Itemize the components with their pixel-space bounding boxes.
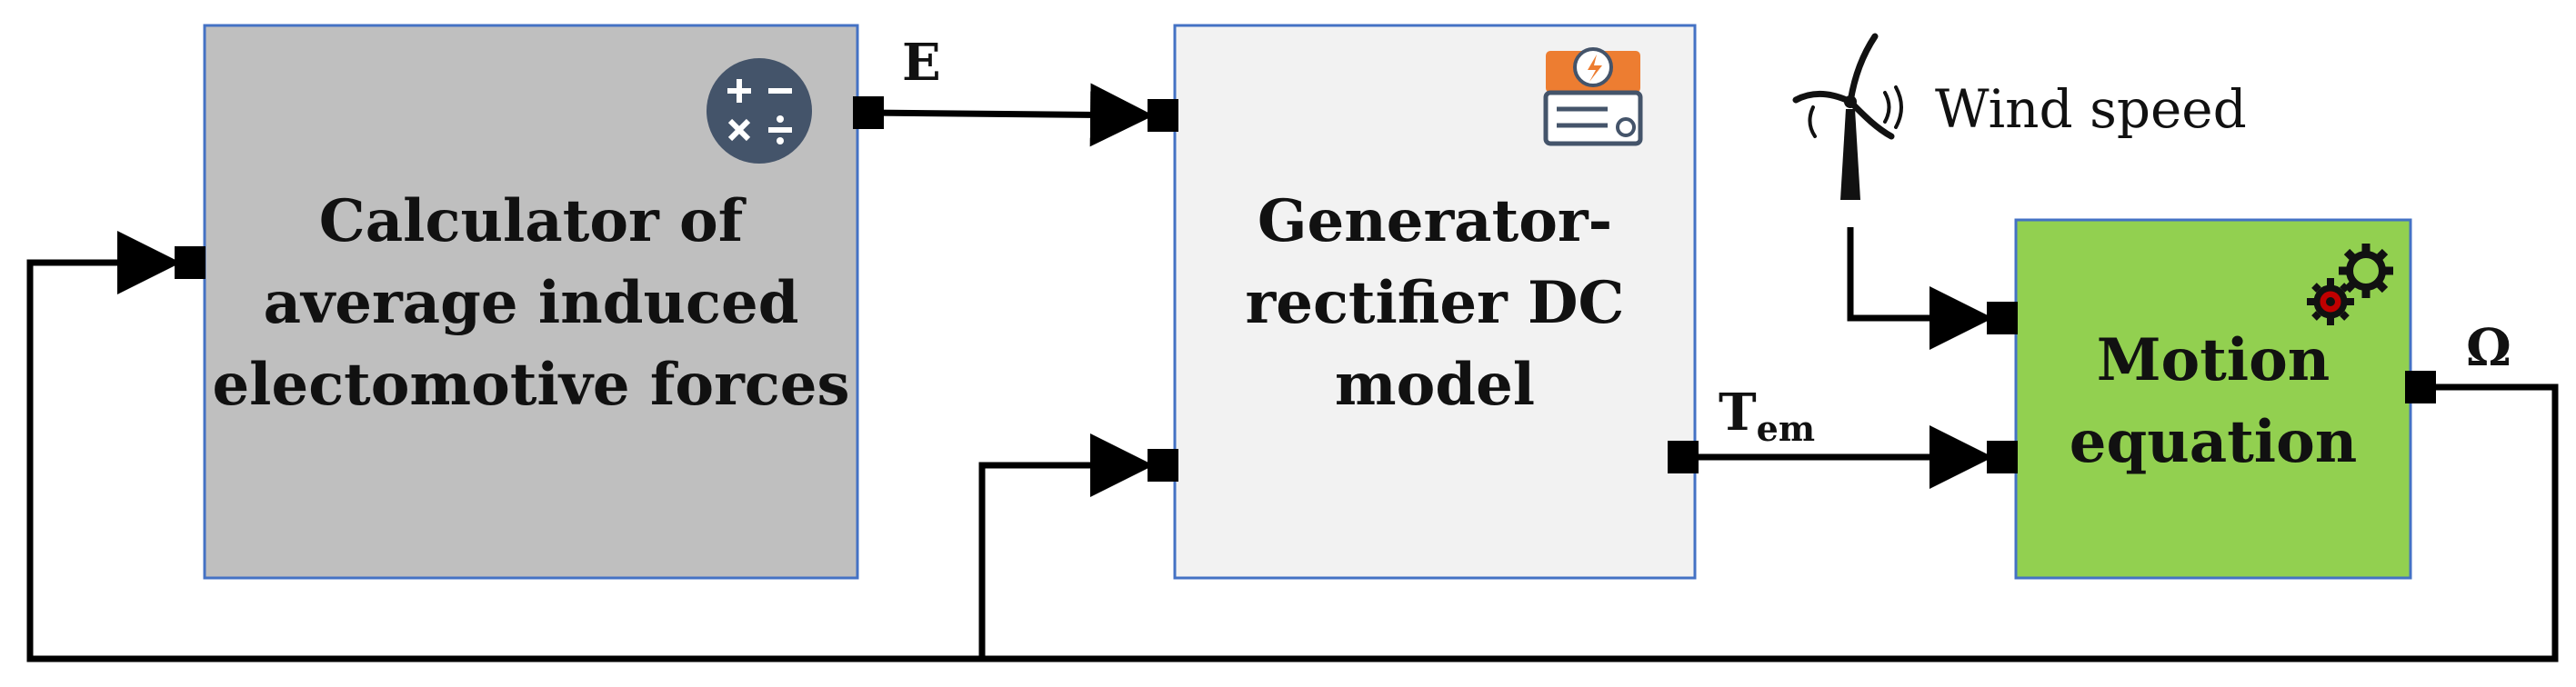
- motion-wind-input-port[interactable]: [1987, 302, 2018, 334]
- calculator-label-line-2: average induced: [264, 269, 799, 337]
- wind-speed-label: Wind speed: [1935, 78, 2247, 140]
- emf-signal-label: E: [902, 33, 941, 93]
- calculator-label-line-1: Calculator of: [319, 187, 747, 255]
- motion-box: [2014, 218, 2412, 580]
- torque-signal-label: Tem: [1719, 383, 1815, 449]
- generator-label-line-3: model: [1335, 351, 1535, 419]
- calculator-output-port[interactable]: [853, 96, 884, 129]
- calculator-icon: [707, 58, 812, 164]
- motion-block[interactable]: Motion equation: [1987, 218, 2436, 580]
- generator-label-line-2: rectifier DC: [1246, 269, 1625, 337]
- generator-emf-input-port[interactable]: [1148, 99, 1178, 132]
- torque-symbol: T: [1719, 383, 1757, 443]
- speed-feedback-wire: [26, 231, 2559, 662]
- calculator-input-port[interactable]: [175, 246, 205, 279]
- torque-subscript: em: [1757, 408, 1815, 449]
- generator-label-line-1: Generator-: [1258, 187, 1612, 255]
- motion-label-line-2: equation: [2070, 408, 2358, 476]
- generator-block[interactable]: Generator- rectifier DC model: [1148, 24, 1699, 580]
- speed-signal-label: Ω: [2466, 318, 2511, 378]
- emf-wire: [867, 83, 1154, 147]
- calculator-label-line-3: electomotive forces: [212, 351, 849, 419]
- motion-torque-input-port[interactable]: [1987, 441, 2018, 473]
- calculator-block[interactable]: Calculator of average induced electomoti…: [175, 24, 884, 580]
- generator-speed-input-port[interactable]: [1148, 449, 1178, 482]
- wind-speed-wire: [1847, 227, 1993, 350]
- gears-icon: [2307, 244, 2393, 325]
- generator-icon: [1543, 47, 1643, 146]
- wind-turbine-icon: [1792, 33, 1903, 200]
- speed-branch-wire: [978, 433, 1154, 659]
- motion-label-line-1: Motion: [2097, 326, 2330, 394]
- generator-torque-output-port[interactable]: [1668, 441, 1699, 473]
- motion-speed-output-port[interactable]: [2405, 371, 2436, 403]
